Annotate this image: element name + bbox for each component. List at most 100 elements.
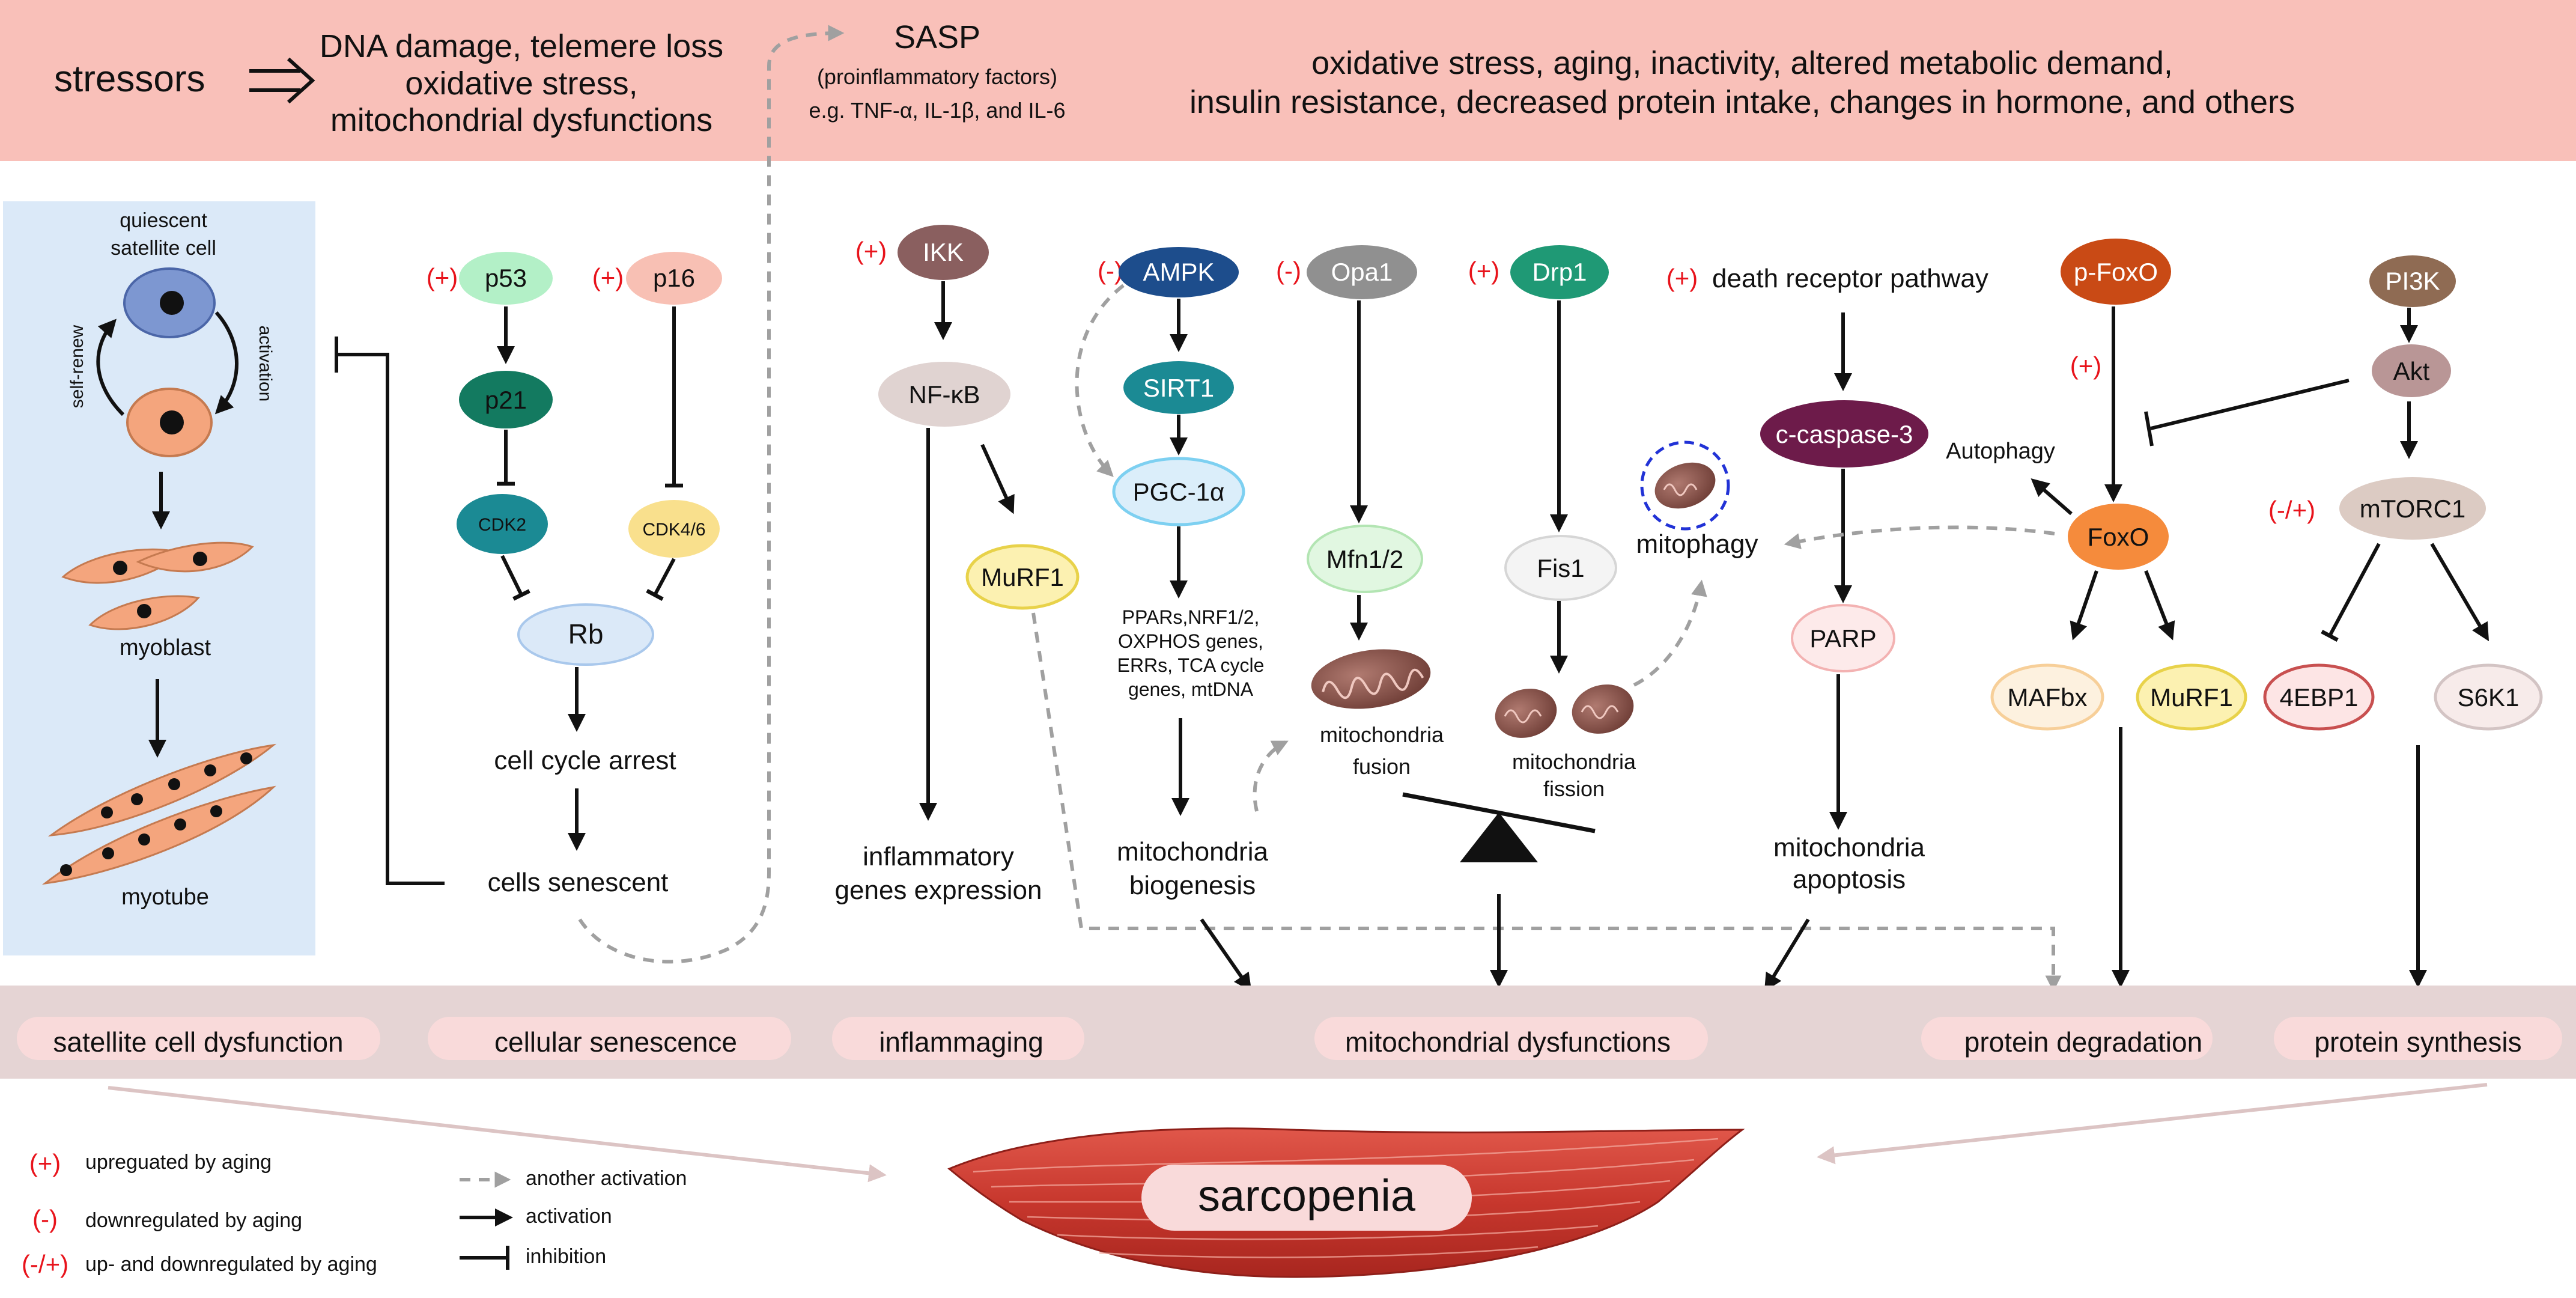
fusion-line2: fusion: [1353, 754, 1411, 779]
akt-inhibits-foxo-line: [2150, 379, 2350, 430]
stressors-group1-line2: oxidative stress,: [405, 66, 637, 102]
outcome-protein-degradation: protein degradation: [1964, 1026, 2202, 1058]
inflammation-pathway: (+) IKK NF-κB MuRF1 inflammatory genes e…: [835, 225, 1080, 905]
outcome-protein-synthesis: protein synthesis: [2314, 1026, 2521, 1058]
fis1-label: Fis1: [1537, 554, 1584, 582]
pgc-targets-line2: OXPHOS genes,: [1118, 630, 1263, 652]
foxo-to-mafbx-arrow: [2070, 570, 2098, 641]
mito-dynamics-pathway: (-) Opa1 Mfn1/2 mitochondria fusion (+) …: [1276, 245, 1758, 862]
akt-node: [2372, 344, 2451, 397]
quiescent-label-line2: satellite cell: [111, 237, 216, 260]
cdk2-node: [457, 494, 548, 554]
outcome-mito-dysfunctions: mitochondrial dysfunctions: [1345, 1026, 1671, 1058]
outcome-pill-2: [428, 1017, 791, 1060]
p16-sign: (+): [592, 263, 624, 291]
inflammatory-expression-line2: genes expression: [835, 876, 1042, 905]
mtorc1-sign: (-/+): [2268, 496, 2315, 524]
p16-node: [626, 252, 722, 305]
drp1-label: Drp1: [1532, 258, 1587, 286]
quiescent-label-line1: quiescent: [120, 209, 207, 232]
outcome-pill-3: [832, 1017, 1084, 1060]
satellite-cell-panel: quiescent satellite cell self-renew acti…: [3, 201, 315, 955]
sarcopenia-label: sarcopenia: [1198, 1171, 1416, 1220]
outcome-inflammaging: inflammaging: [879, 1026, 1043, 1058]
cell-cycle-arrest-label: cell cycle arrest: [494, 746, 676, 775]
rb-label: Rb: [568, 618, 604, 650]
mito-biogenesis-pathway: (-) AMPK SIRT1 PGC-1α PPARs,NRF1/2, OXPH…: [1075, 247, 1289, 900]
4ebp1-node: [2263, 663, 2375, 731]
quiescent-satellite-cell: [123, 267, 216, 338]
biogenesis-line2: biogenesis: [1129, 871, 1256, 900]
akt-inhibits-foxo-bar: [2144, 411, 2154, 446]
cdk46-inhibits-rb: [646, 558, 676, 601]
stressors-band: stressors DNA damage, telemere loss oxid…: [0, 0, 2576, 161]
myoblast-label: myoblast: [120, 635, 211, 660]
nfkb-node: [878, 362, 1010, 427]
pfoxo-node: [2061, 239, 2171, 305]
legend-up-sign: (+): [29, 1149, 61, 1177]
outcome-pill-4: [1314, 1017, 1708, 1060]
stressors-group2-line1: oxidative stress, aging, inactivity, alt…: [1311, 45, 2173, 81]
mafbx-label: MAFbx: [2007, 683, 2087, 711]
balance-scale: [1402, 792, 1596, 862]
ampk-label: AMPK: [1143, 258, 1214, 286]
mitophagy-label: mitophagy: [1636, 529, 1758, 559]
legend-up-label: upreguated by aging: [85, 1151, 272, 1174]
activation-label: activation: [255, 326, 275, 402]
outcome-satellite-dysfunction: satellite cell dysfunction: [53, 1026, 343, 1058]
myoblast-cells: [61, 541, 254, 630]
p16-label: p16: [653, 264, 695, 292]
outcome-pill-6: [2274, 1017, 2562, 1060]
pgc-targets-line4: genes, mtDNA: [1128, 678, 1254, 700]
opa1-sign: (-): [1276, 257, 1301, 285]
ampk-to-pgc-dashed-arrow: [1075, 284, 1125, 477]
ikk-node: [898, 225, 989, 280]
pgc1a-node: [1112, 457, 1245, 526]
outcome-pill-5: [1921, 1017, 2213, 1060]
s6k1-label: S6K1: [2458, 683, 2520, 711]
legend: (+) upreguated by aging (-) downregulate…: [22, 1149, 687, 1278]
legend-activation-label: activation: [526, 1205, 612, 1228]
sirt1-node: [1123, 361, 1234, 414]
legend-inhibition-label: inhibition: [526, 1245, 606, 1268]
opa1-node: [1307, 245, 1417, 299]
foxo-sign: (+): [2070, 352, 2102, 380]
4ebp1-label: 4EBP1: [2280, 683, 2359, 711]
outcome-pill-1: [17, 1017, 380, 1060]
ikk-label: IKK: [923, 238, 964, 266]
legend-down-label: downregulated by aging: [85, 1209, 302, 1232]
mfn12-node: [1307, 525, 1423, 593]
s6k1-node: [2434, 663, 2543, 731]
mtorc1-label: mTORC1: [2360, 495, 2466, 523]
biogenesis-line1: mitochondria: [1117, 837, 1268, 867]
protein-synthesis-pathway: PI3K Akt (-/+) mTORC1 4EBP1 S6K1: [2144, 255, 2543, 988]
mtorc1-node: [2339, 477, 2486, 540]
cells-senescent-label: cells senescent: [488, 868, 669, 897]
fission-to-mitophagy-dashed-arrow: [1633, 579, 1707, 687]
death-receptor-sign: (+): [1666, 264, 1698, 292]
death-receptor-label: death receptor pathway: [1712, 264, 1988, 293]
caspase3-node: [1760, 400, 1928, 468]
sasp-feedback-dashed-arrow: [578, 25, 845, 964]
foxo-label: FoxO: [2088, 523, 2149, 551]
p53-label: p53: [485, 264, 527, 292]
sasp-subtitle: (proinflammatory factors): [817, 64, 1057, 89]
pgc-targets-line3: ERRs, TCA cycle: [1117, 654, 1265, 676]
senescence-pathway: (+) p53 (+) p16 p21 CDK2 CDK4/6 Rb cell …: [427, 252, 722, 897]
stressors-title: stressors: [54, 58, 205, 100]
p53-node: [459, 252, 553, 305]
autophagy-label: Autophagy: [1946, 439, 2055, 464]
sirt1-label: SIRT1: [1143, 374, 1214, 402]
sasp-title: SASP: [894, 19, 980, 55]
cdk2-inhibits-rb: [500, 555, 530, 601]
pi3k-label: PI3K: [2385, 267, 2440, 295]
protein-murf1-node: [2136, 663, 2247, 731]
stressors-group1-line3: mitochondrial dysfunctions: [330, 102, 712, 138]
stressors-implies-arrow-icon: [249, 57, 315, 104]
stressors-group2-line2: insulin resistance, decreased protein in…: [1189, 84, 2295, 120]
activated-satellite-cell: [126, 388, 213, 457]
self-renew-curved-arrow: [96, 318, 125, 416]
drp1-sign: (+): [1468, 257, 1500, 285]
fissioned-mitochondria-icon: [1495, 684, 1634, 738]
outcome-band: satellite cell dysfunction cellular sene…: [0, 986, 2576, 1079]
